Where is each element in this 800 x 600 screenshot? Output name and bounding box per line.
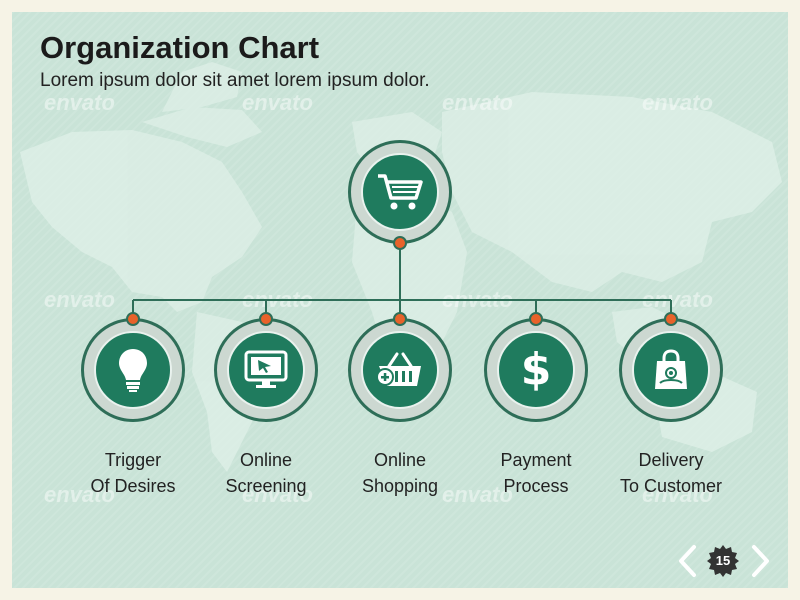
page-subtitle: Lorem ipsum dolor sit amet lorem ipsum d…	[40, 70, 430, 91]
connector-dot	[393, 312, 407, 326]
page-number-badge	[707, 545, 739, 577]
page-title: Organization Chart	[40, 30, 320, 65]
watermark-text: envato	[642, 482, 713, 507]
monitor-cursor-icon	[244, 350, 288, 388]
watermark-text: envato	[44, 90, 115, 115]
shopping-bag-icon	[655, 349, 687, 389]
node-label-line1: Delivery	[638, 450, 704, 470]
node-label-line1: Trigger	[104, 450, 162, 470]
chevron-right-icon[interactable]	[750, 544, 772, 578]
node-label: Payment Process	[466, 447, 606, 499]
slide: envato envato envato envato envato envat…	[12, 12, 788, 588]
node-label-line1: Payment	[500, 450, 572, 470]
node-label: Online Shopping	[330, 447, 470, 499]
connector-lines	[132, 242, 672, 318]
node-label-line2: Of Desires	[90, 476, 176, 496]
watermark-text: envato	[44, 287, 115, 312]
node-label-line1: Online	[239, 450, 293, 470]
connector-dot	[664, 312, 678, 326]
node-label: Delivery To Customer	[601, 447, 741, 499]
watermark-text: envato	[242, 482, 313, 507]
light-bulb-icon	[119, 349, 147, 392]
connector-dot	[126, 312, 140, 326]
connector-dot	[529, 312, 543, 326]
watermark-text: envato	[442, 482, 513, 507]
connector-dot	[259, 312, 273, 326]
dollar-icon: $	[520, 344, 552, 395]
node-label-line2: Shopping	[361, 476, 439, 496]
watermark-text: envato	[44, 482, 115, 507]
child-node-online-shopping	[348, 318, 452, 422]
child-node-trigger-of-desires	[81, 318, 185, 422]
shopping-basket-icon	[376, 352, 421, 386]
chevron-left-icon[interactable]	[676, 544, 698, 578]
watermark-text: envato	[442, 90, 513, 115]
page-number: 15	[715, 553, 731, 568]
child-node-delivery-to-customer	[619, 318, 723, 422]
watermark-text: envato	[242, 90, 313, 115]
child-node-online-screening	[214, 318, 318, 422]
child-node-payment-process: $	[484, 318, 588, 422]
node-label-line2: To Customer	[619, 476, 723, 496]
node-label-line1: Online	[373, 450, 427, 470]
watermark-text: envato	[642, 90, 713, 115]
shopping-cart-icon	[378, 174, 423, 210]
node-label: Trigger Of Desires	[63, 447, 203, 499]
node-label-line2: Process	[503, 476, 569, 496]
node-label-line2: Screening	[225, 476, 307, 496]
root-node	[348, 140, 452, 244]
node-label: Online Screening	[196, 447, 336, 499]
connector-dot	[393, 236, 407, 250]
